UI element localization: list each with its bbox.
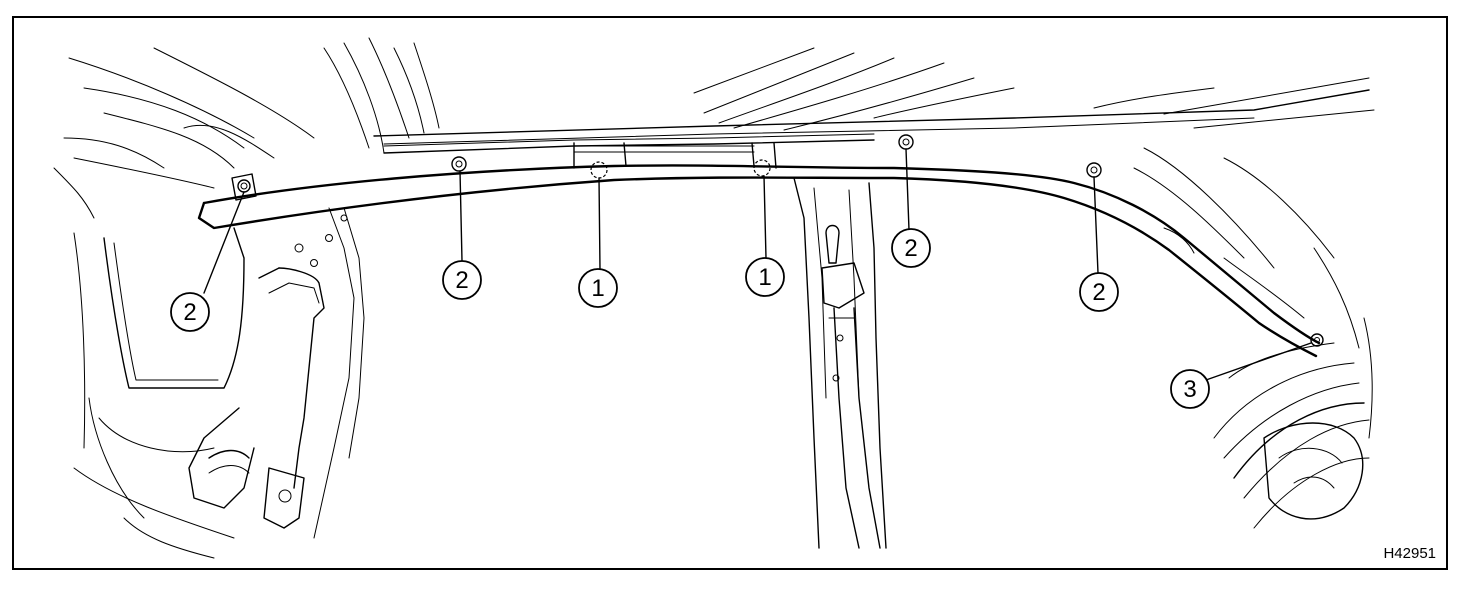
callout-number: 2 — [1092, 279, 1105, 306]
callout-number: 2 — [904, 235, 917, 262]
callout-number: 1 — [758, 264, 771, 291]
callout-clip-left: 1 — [578, 268, 618, 308]
callout-mid-left-bolt: 2 — [442, 260, 482, 300]
callout-end-bolt: 3 — [1170, 369, 1210, 409]
vehicle-body-outline — [53, 37, 1375, 559]
callout-rear-bolt: 2 — [1079, 272, 1119, 312]
callout-number: 1 — [591, 275, 604, 302]
curtain-shield-airbag-assembly — [197, 133, 1324, 358]
callout-number: 2 — [183, 299, 196, 326]
callout-front-bolt: 2 — [170, 292, 210, 332]
callout-clip-right: 1 — [745, 257, 785, 297]
diagram-frame: 2 2 1 1 2 2 3 H42951 — [12, 16, 1448, 570]
callout-center-bolt: 2 — [891, 228, 931, 268]
airbag-installation-diagram: 2 2 1 1 2 2 3 — [53, 37, 1375, 559]
leader-lines — [203, 148, 1312, 381]
callout-number: 3 — [1183, 376, 1196, 403]
callout-number: 2 — [455, 267, 468, 294]
figure-id-label: H42951 — [1383, 545, 1436, 562]
